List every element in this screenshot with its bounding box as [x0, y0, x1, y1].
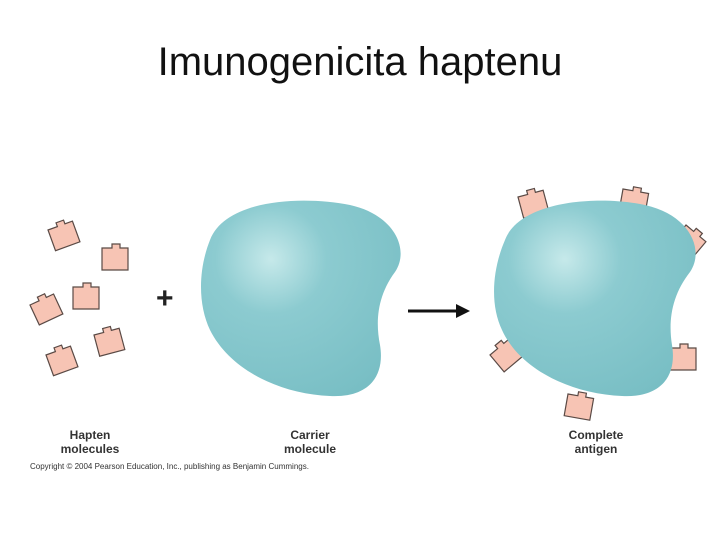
hapten-molecule-5	[92, 323, 126, 357]
hapten-molecule-4	[27, 289, 64, 326]
copyright-text: Copyright © 2004 Pearson Education, Inc.…	[30, 462, 309, 471]
carrier-label-line1: Carrier	[290, 428, 330, 442]
hapten-molecule-6	[44, 341, 79, 377]
hapten-label-line1: Hapten	[69, 428, 111, 442]
plus-sign: +	[156, 282, 174, 315]
bound-hapten-4	[669, 343, 697, 371]
complete-label-line1: Complete	[568, 428, 624, 442]
page-title: Imunogenicita haptenu	[157, 40, 563, 84]
hapten-molecule-3	[72, 282, 100, 310]
complete-antigen-shape	[494, 200, 696, 397]
carrier-molecule-label: Carrier molecule	[270, 428, 350, 456]
carrier-label-line2: molecule	[283, 442, 337, 456]
hapten-molecule-2	[101, 243, 129, 271]
complete-antigen-label: Complete antigen	[556, 428, 636, 456]
complete-label-line2: antigen	[574, 442, 618, 456]
hapten-label-line2: molecules	[60, 442, 120, 456]
carrier-molecule-shape	[201, 200, 401, 397]
reaction-arrow	[408, 304, 470, 318]
hapten-molecule-1	[46, 216, 81, 252]
bound-hapten-5	[563, 389, 595, 421]
hapten-molecules-label: Hapten molecules	[50, 428, 130, 456]
